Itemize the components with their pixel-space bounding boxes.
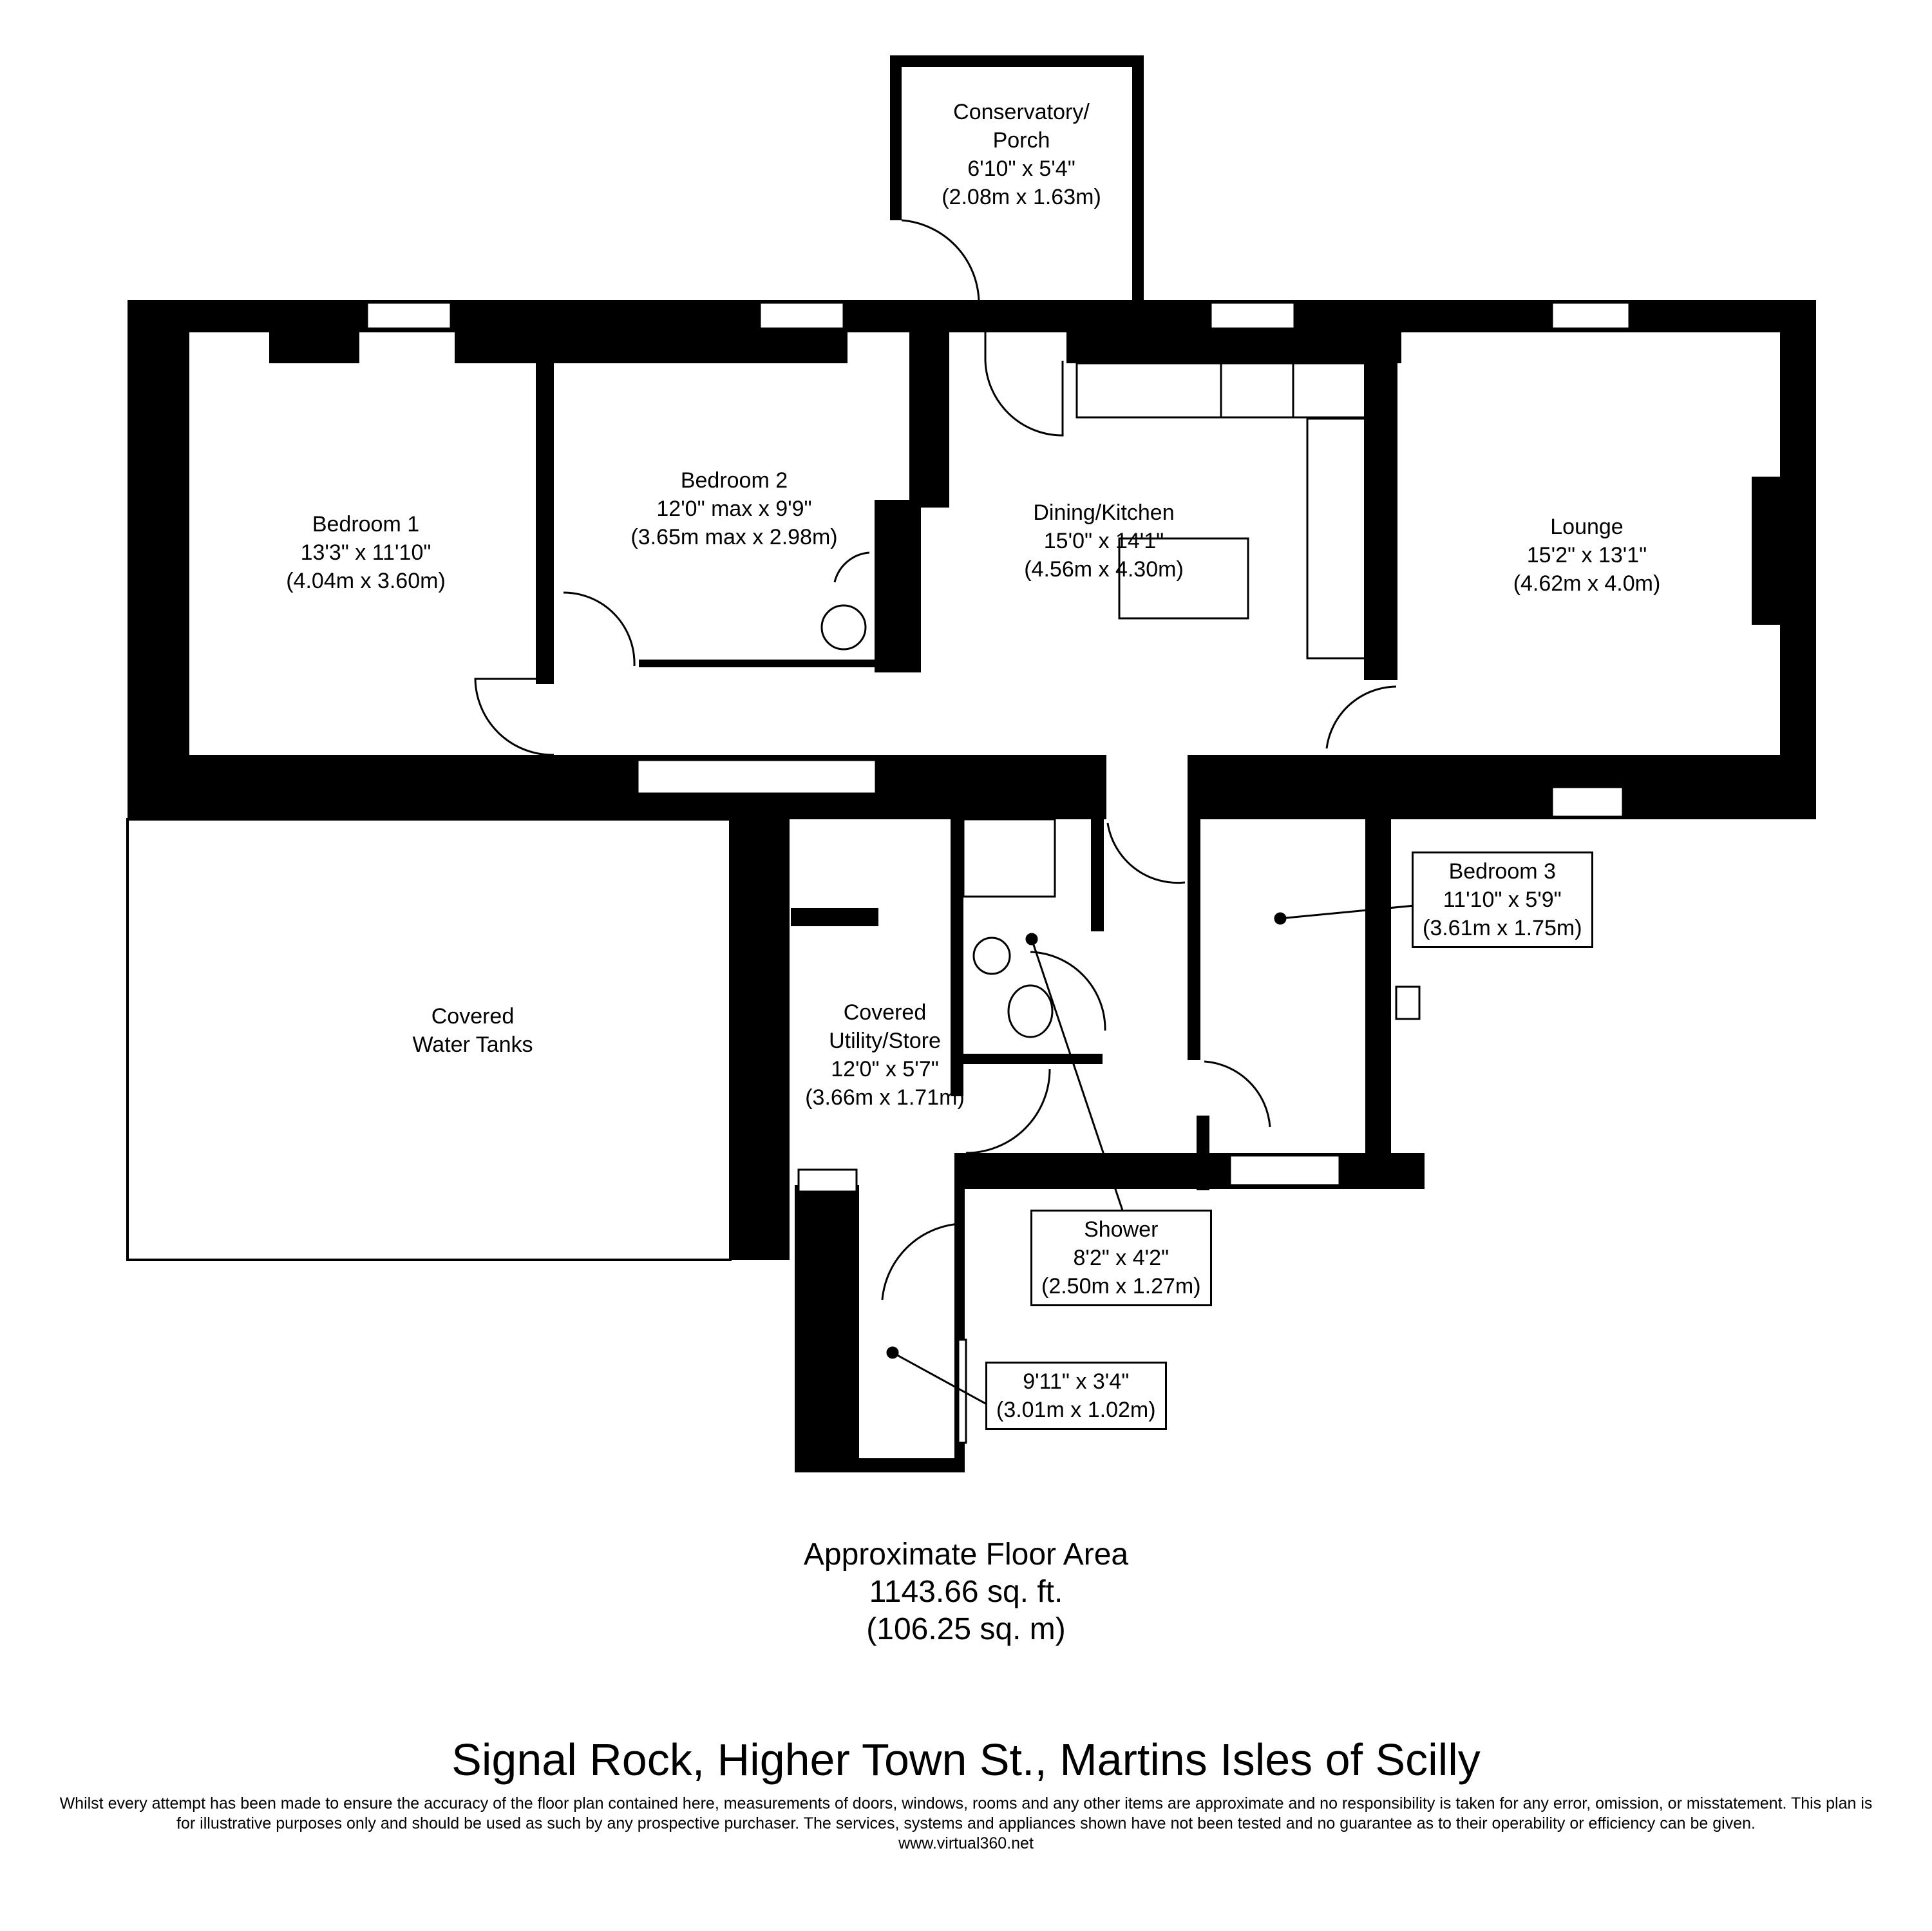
room-dimensions-metric: (4.04m x 3.60m) bbox=[286, 569, 446, 593]
room-name: Porch bbox=[992, 128, 1050, 153]
shower-label: Shower 8'2" x 4'2" (2.50m x 1.27m) bbox=[1030, 1210, 1212, 1306]
floor-area-sqft: 1143.66 sq. ft. bbox=[869, 1575, 1063, 1609]
floor-area: Approximate Floor Area 1143.66 sq. ft. (… bbox=[804, 1536, 1128, 1648]
room-dimensions-metric: (4.62m x 4.0m) bbox=[1513, 571, 1661, 596]
room-name: Covered bbox=[431, 1004, 515, 1029]
room-dimensions-imperial: 15'0" x 14'1" bbox=[1043, 529, 1164, 553]
room-dimensions-imperial: 13'3" x 11'10" bbox=[300, 540, 431, 565]
room-name: Covered bbox=[843, 1000, 927, 1025]
room-name: Shower bbox=[1084, 1217, 1159, 1242]
room-dimensions-imperial: 12'0" max x 9'9" bbox=[656, 497, 812, 521]
room-dimensions-metric: (4.56m x 4.30m) bbox=[1024, 557, 1184, 582]
room-dimensions-metric: (3.66m x 1.71m) bbox=[805, 1085, 965, 1110]
room-name: Bedroom 3 bbox=[1448, 859, 1556, 884]
room-name: Conservatory/ bbox=[953, 100, 1090, 124]
store-label: 9'11" x 3'4" (3.01m x 1.02m) bbox=[985, 1362, 1167, 1430]
dining-kitchen-label: Dining/Kitchen 15'0" x 14'1" (4.56m x 4.… bbox=[1024, 499, 1184, 584]
room-name: Bedroom 2 bbox=[680, 468, 788, 493]
room-dimensions-metric: (3.01m x 1.02m) bbox=[996, 1398, 1156, 1422]
doors bbox=[474, 219, 1397, 1300]
bedroom-3-label: Bedroom 3 11'10" x 5'9" (3.61m x 1.75m) bbox=[1412, 851, 1593, 948]
room-dimensions-imperial: 6'10" x 5'4" bbox=[967, 157, 1075, 181]
room-name: Water Tanks bbox=[412, 1032, 533, 1057]
windows bbox=[366, 301, 1631, 1444]
room-dimensions-metric: (3.61m x 1.75m) bbox=[1423, 916, 1582, 940]
room-name: Bedroom 1 bbox=[312, 512, 420, 537]
room-dimensions-imperial: 11'10" x 5'9" bbox=[1443, 888, 1562, 912]
room-dimensions-metric: (2.50m x 1.27m) bbox=[1041, 1274, 1201, 1298]
water-tanks-label: Covered Water Tanks bbox=[412, 1002, 533, 1059]
floor-area-sqm: (106.25 sq. m) bbox=[866, 1612, 1066, 1646]
walls bbox=[126, 55, 1816, 1472]
fixtures bbox=[820, 362, 1367, 1038]
conservatory-label: Conservatory/ Porch 6'10" x 5'4" (2.08m … bbox=[942, 98, 1101, 211]
utility-store-label: Covered Utility/Store 12'0" x 5'7" (3.66… bbox=[805, 998, 965, 1112]
bedroom-2-label: Bedroom 2 12'0" max x 9'9" (3.65m max x … bbox=[630, 466, 837, 551]
room-dimensions-imperial: 8'2" x 4'2" bbox=[1073, 1246, 1170, 1270]
bedroom-1-label: Bedroom 1 13'3" x 11'10" (4.04m x 3.60m) bbox=[286, 510, 446, 595]
disclaimer: Whilst every attempt has been made to en… bbox=[58, 1794, 1874, 1854]
room-dimensions-metric: (3.65m max x 2.98m) bbox=[630, 525, 838, 549]
room-dimensions-imperial: 12'0" x 5'7" bbox=[831, 1057, 939, 1081]
room-dimensions-imperial: 15'2" x 13'1" bbox=[1526, 543, 1647, 567]
disclaimer-text: Whilst every attempt has been made to en… bbox=[59, 1794, 1873, 1832]
room-name: Utility/Store bbox=[829, 1029, 941, 1053]
property-address: Signal Rock, Higher Town St., Martins Is… bbox=[451, 1735, 1481, 1785]
room-name: Dining/Kitchen bbox=[1033, 500, 1175, 525]
leader-lines bbox=[886, 904, 1415, 1405]
room-name: Lounge bbox=[1550, 515, 1624, 539]
room-dimensions-imperial: 9'11" x 3'4" bbox=[1023, 1369, 1130, 1394]
lounge-label: Lounge 15'2" x 13'1" (4.62m x 4.0m) bbox=[1513, 513, 1661, 598]
room-dimensions-metric: (2.08m x 1.63m) bbox=[942, 185, 1101, 209]
floor-area-label: Approximate Floor Area bbox=[803, 1537, 1129, 1572]
website-link[interactable]: www.virtual360.net bbox=[898, 1834, 1034, 1852]
